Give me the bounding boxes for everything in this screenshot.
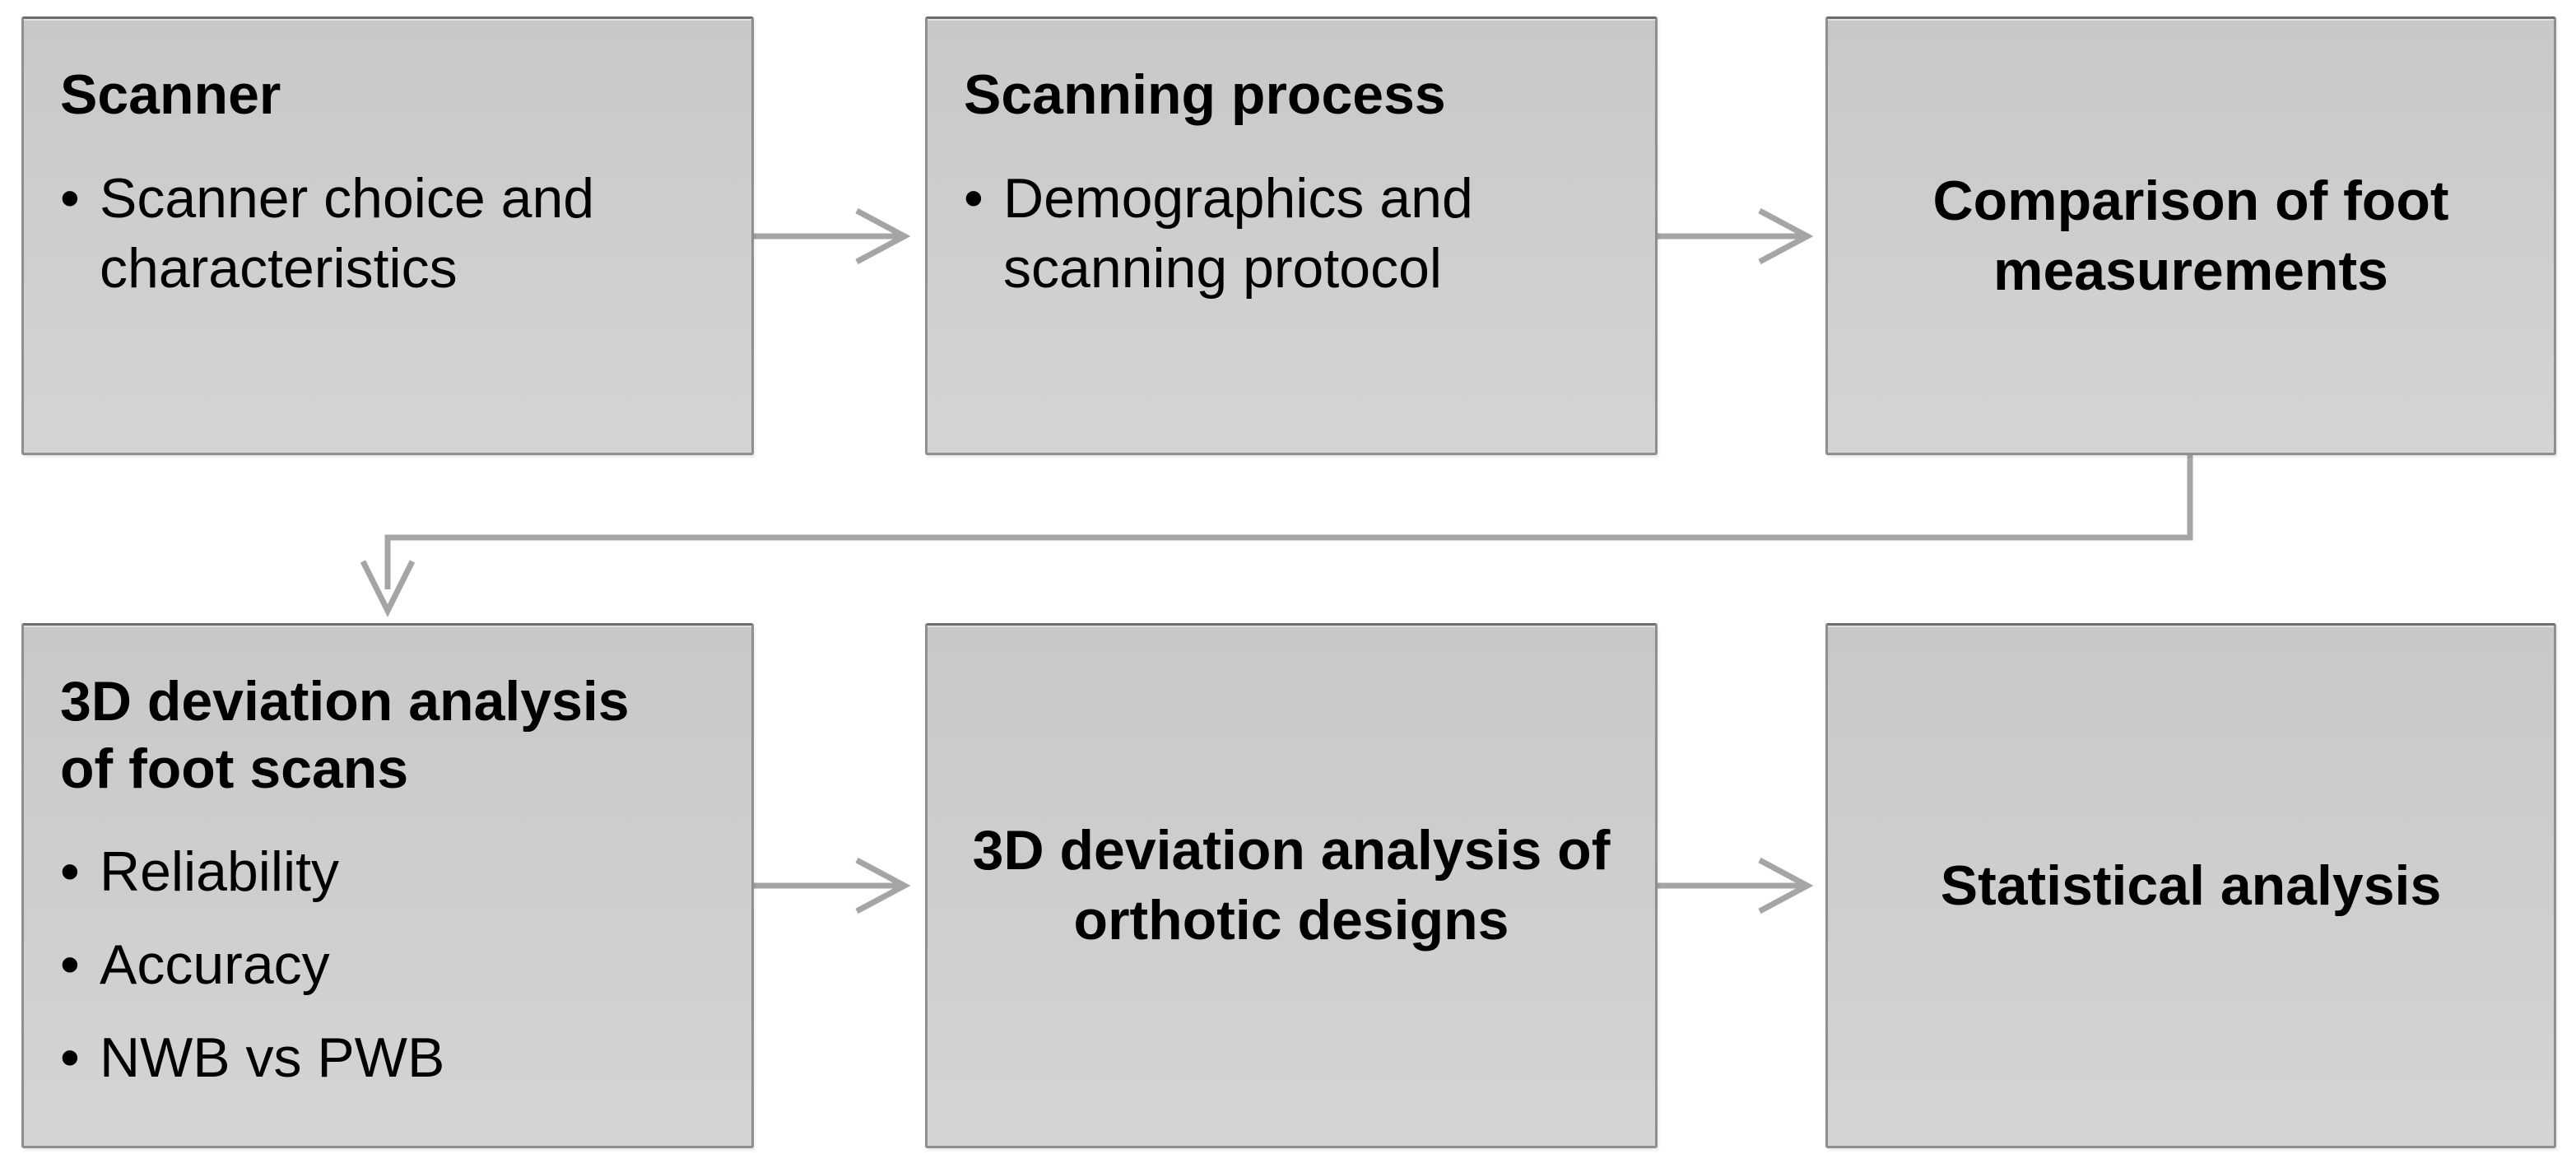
node-scanner: Scanner • Scanner choice and characteris… — [21, 16, 754, 455]
node-deviation-foot-bullets: • Reliability • Accuracy • NWB vs PWB — [60, 837, 718, 1093]
arrow-right-icon — [855, 857, 911, 914]
bullet-marker: • — [60, 933, 80, 997]
bullet-item: • Scanner choice and characteristics — [60, 164, 718, 304]
node-comparison-title: Comparison of foot measurements — [1932, 169, 2449, 302]
node-scanner-bullets: • Scanner choice and characteristics — [60, 164, 718, 304]
node-scanning-process: Scanning process • Demographics and scan… — [925, 16, 1658, 455]
node-scanning-process-bullets: • Demographics and scanning protocol — [964, 164, 1622, 304]
arrow-deviation-foot-to-deviation-orthotic — [752, 857, 911, 914]
arrow-deviation-orthotic-to-statistical — [1656, 857, 1814, 914]
node-deviation-analysis-orthotic-designs: 3D deviation analysis of orthotic design… — [925, 623, 1658, 1148]
bullet-marker: • — [60, 166, 80, 230]
node-deviation-foot-title: 3D deviation analysis of foot scans — [60, 670, 630, 800]
bullet-item: • Demographics and scanning protocol — [964, 164, 1622, 304]
bullet-item: • NWB vs PWB — [60, 1023, 718, 1093]
node-scanner-title: Scanner — [60, 63, 281, 126]
arrow-scanner-to-scanning-process — [752, 207, 911, 265]
arrow-right-icon — [855, 207, 911, 265]
node-deviation-orthotic-title: 3D deviation analysis of orthotic design… — [972, 819, 1611, 952]
arrow-right-icon — [1758, 857, 1814, 914]
arrow-scanning-process-to-comparison — [1656, 207, 1814, 265]
bullet-marker: • — [964, 166, 983, 230]
bullet-marker: • — [60, 840, 80, 904]
arrow-down-icon — [360, 560, 416, 617]
bullet-label: Scanner choice and characteristics — [100, 166, 595, 300]
node-scanning-process-title: Scanning process — [964, 63, 1446, 126]
node-statistical-title: Statistical analysis — [1940, 854, 2442, 917]
bullet-label: NWB vs PWB — [100, 1026, 445, 1090]
node-statistical-analysis: Statistical analysis — [1825, 623, 2556, 1148]
bullet-label: Accuracy — [100, 933, 330, 997]
bullet-marker: • — [60, 1026, 80, 1090]
bullet-item: • Reliability — [60, 837, 718, 907]
elbow-connector-comparison-to-deviation-foot — [360, 454, 2193, 617]
arrow-right-icon — [1758, 207, 1814, 265]
bullet-label: Reliability — [100, 840, 339, 904]
node-deviation-analysis-foot-scans: 3D deviation analysis of foot scans • Re… — [21, 623, 754, 1148]
bullet-item: • Accuracy — [60, 930, 718, 1000]
bullet-label: Demographics and scanning protocol — [1003, 166, 1473, 300]
node-comparison-of-foot-measurements: Comparison of foot measurements — [1825, 16, 2556, 455]
